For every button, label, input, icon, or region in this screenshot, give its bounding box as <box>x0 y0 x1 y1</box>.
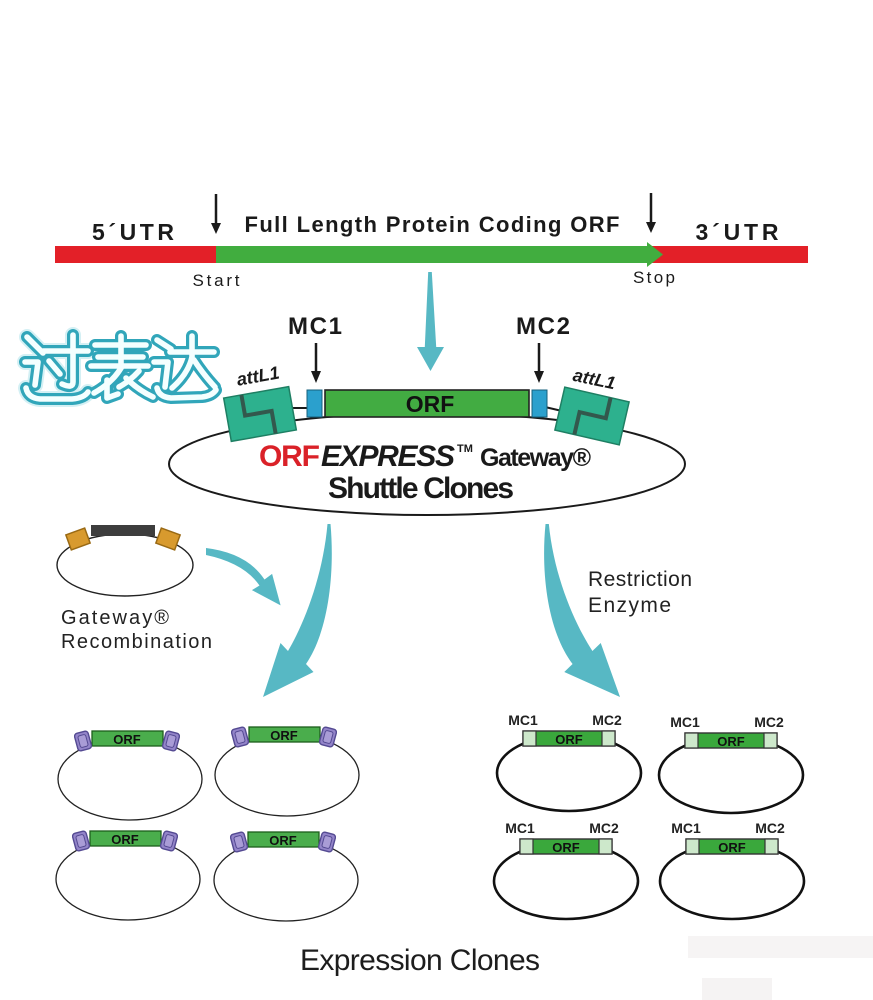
svg-text:MC2: MC2 <box>592 712 622 728</box>
svg-text:attL1: attL1 <box>235 363 281 390</box>
svg-text:ORF: ORF <box>406 391 455 417</box>
svg-text:Enzyme: Enzyme <box>588 594 671 617</box>
svg-text:ORF: ORF <box>113 732 141 747</box>
svg-text:Full Length Protein Coding ORF: Full Length Protein Coding ORF <box>245 212 620 237</box>
svg-text:Gateway®: Gateway® <box>61 607 169 629</box>
svg-text:MC1: MC1 <box>508 712 538 728</box>
svg-text:Stop: Stop <box>633 268 675 287</box>
svg-text:TM: TM <box>457 443 473 455</box>
svg-text:5´UTR: 5´UTR <box>92 219 174 245</box>
svg-text:Expression Clones: Expression Clones <box>300 944 540 977</box>
svg-text:3´UTR: 3´UTR <box>696 219 779 245</box>
svg-text:Gateway®: Gateway® <box>480 444 592 472</box>
svg-text:attL1: attL1 <box>571 365 617 394</box>
svg-text:MC2: MC2 <box>516 313 570 340</box>
svg-text:Restriction: Restriction <box>588 568 692 591</box>
svg-text:Recombination: Recombination <box>61 631 212 653</box>
svg-text:Start: Start <box>193 271 240 290</box>
svg-text:ORF: ORF <box>555 732 583 747</box>
svg-text:ORF: ORF <box>259 440 320 473</box>
svg-text:EXPRESS: EXPRESS <box>321 440 455 473</box>
svg-text:Shuttle Clones: Shuttle Clones <box>328 472 514 505</box>
svg-text:MC1: MC1 <box>288 313 342 340</box>
